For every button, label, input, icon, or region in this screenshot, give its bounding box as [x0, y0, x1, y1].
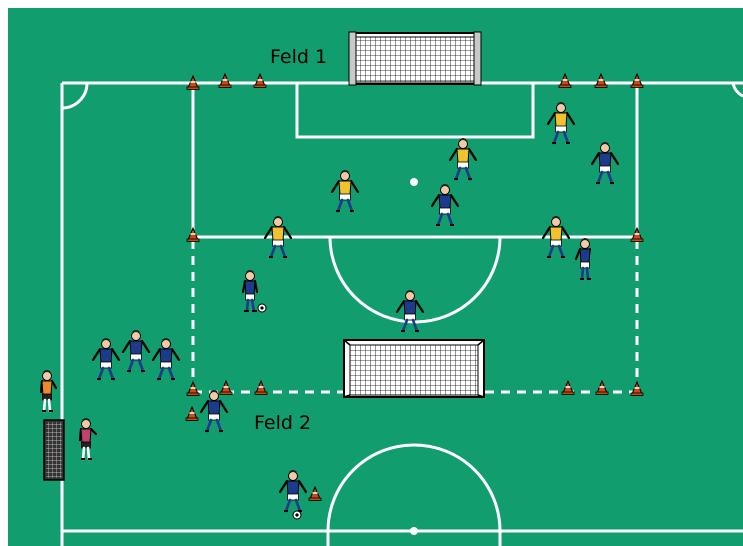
field-2-label: Feld 2: [254, 412, 311, 434]
goal-field-2: [344, 340, 484, 397]
center-spot-top: [410, 178, 418, 186]
goal-left-small: [44, 420, 64, 480]
field-1-label: Feld 1: [270, 46, 327, 68]
center-spot-bottom: [410, 527, 418, 535]
football-icon: [293, 511, 301, 519]
football-icon: [258, 304, 266, 312]
goal-top: [349, 32, 481, 85]
pitch-background: [8, 8, 743, 546]
